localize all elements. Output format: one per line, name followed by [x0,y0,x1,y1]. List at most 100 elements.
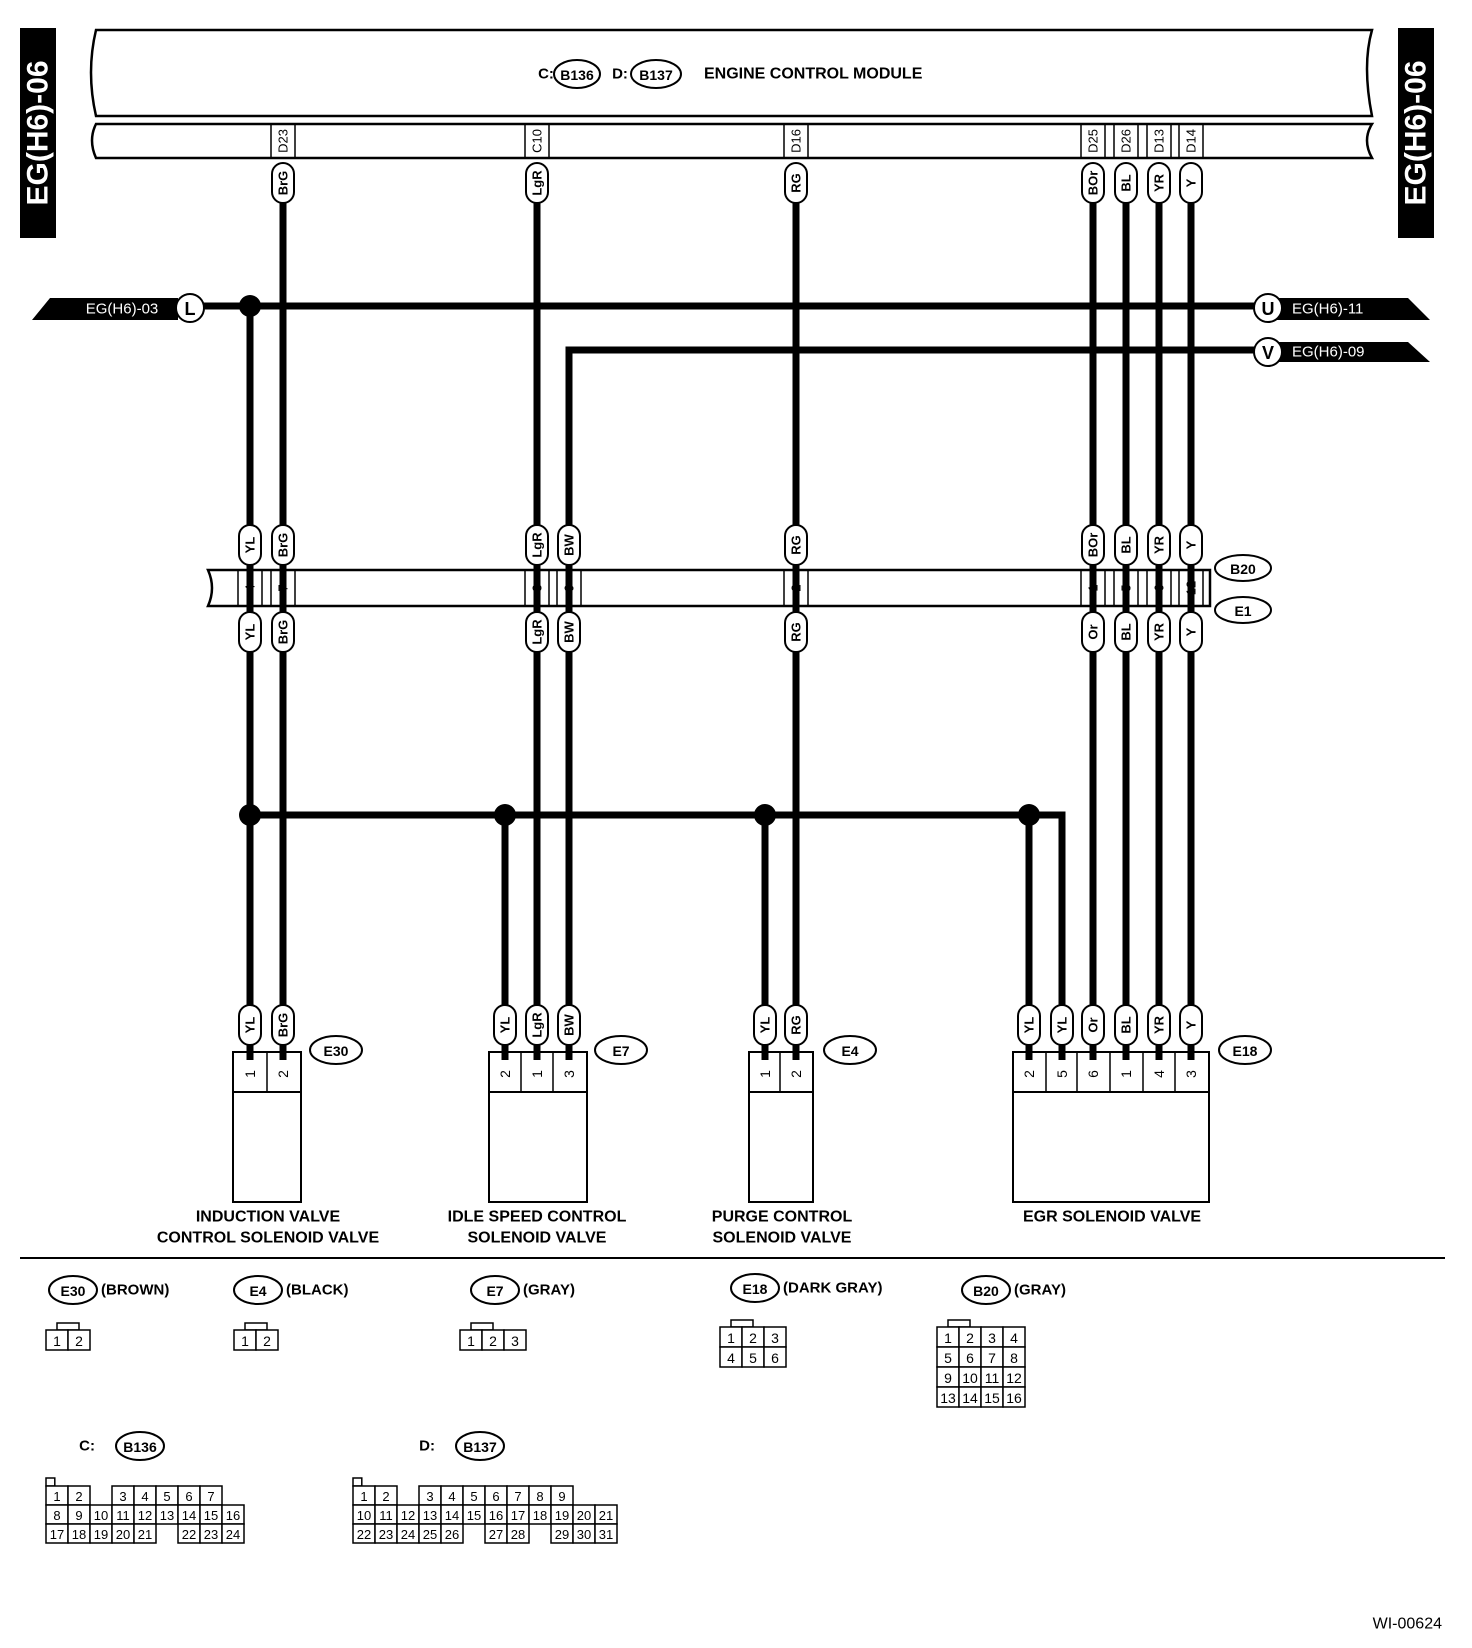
figure-id: WI-00624 [1373,1616,1442,1633]
ecm-connector-B137-pin: 6 [492,1489,499,1504]
legend-E30-pin: 1 [53,1333,61,1349]
junction-dot [494,804,516,826]
legend-E18-cell [763,1346,787,1368]
component-E18-wire-tag: BL [1119,1016,1134,1033]
legend-B20-pin: 3 [988,1330,996,1346]
ecm-connector-B137-pin: 14 [445,1508,459,1523]
joint-bottom-wire-3: BW [562,620,577,642]
ecm-connector-B137-pin: 2 [382,1489,389,1504]
ecm-connector-B137-pin: 5 [470,1489,477,1504]
legend-E30-color: (BROWN) [101,1282,169,1299]
ecm-connector-B137-pin: 25 [423,1527,437,1542]
ecm-pin-D14: D14 [1184,129,1199,153]
component-E18-wire-tag-box [1179,1004,1203,1046]
ecm-connector-B137-pin: 1 [360,1489,367,1504]
component-E30-name-line1: INDUCTION VALVE [196,1209,341,1226]
ecm-connector-B137-cell [594,1523,618,1544]
legend-B20-pin: 9 [944,1370,952,1386]
component-E7-wire-tag-box [493,1004,517,1046]
legend-E18-pin: 4 [727,1350,735,1366]
legend-E7-pin: 3 [511,1333,519,1349]
ecm-connector-B136-pin: 16 [226,1508,240,1523]
legend-E7-id-oval [470,1275,520,1305]
ecm-connector-B136-pin: 23 [204,1527,218,1542]
joint-top-wire-3: BW [562,533,577,555]
joint-pin-12: 12 [1184,581,1199,595]
ecm-connector-B137-pin: 24 [401,1527,415,1542]
joint-bottom-wire-6-box [1114,611,1138,653]
joint-id-b20-oval [1214,554,1272,582]
legend-E4-pin: 2 [263,1333,271,1349]
joint-pin-5: 5 [1119,584,1134,591]
legend-B20-pin: 5 [944,1350,952,1366]
ecm-d-connector-id-oval [630,59,682,89]
joint-top-wire-1-box [271,524,295,566]
joint-top-wire-6: BL [1119,536,1134,553]
component-E30-id: E30 [324,1043,349,1059]
ecm-module-box [89,28,1374,118]
ecm-wire-tag-1-box [525,162,549,204]
joint-top-wire-1: BrG [276,533,291,558]
joint-connector-bar [206,568,1212,608]
ecm-pin-D23: D23 [276,129,291,153]
ecm-connector-B136-key [45,1477,56,1487]
ecm-connector-B136-pin: 1 [53,1489,60,1504]
component-E7-id: E7 [612,1043,629,1059]
legend-B20-pin: 12 [1006,1370,1022,1386]
legend-B20-key [947,1319,971,1328]
component-E7-pin: 3 [561,1070,577,1078]
ecm-connector-B137-pin: 18 [533,1508,547,1523]
joint-id-b20: B20 [1230,561,1256,577]
ecm-pin-D16: D16 [789,129,804,153]
ecm-connector-B137-pin: 29 [555,1527,569,1542]
ref-u-label: EG(H6)-11 [1292,301,1363,318]
ecm-connector-B136-pin: 9 [75,1508,82,1523]
ecm-connector-B137-pin: 19 [555,1508,569,1523]
legend-B20-pin: 10 [962,1370,978,1386]
ecm-connector-B136-pin: 2 [75,1489,82,1504]
component-E18-wire-tag-box [1017,1004,1041,1046]
component-E18-pin: 2 [1021,1070,1037,1078]
component-E18-wire-tag-box [1114,1004,1138,1046]
component-E18-wire-tag-box [1081,1004,1105,1046]
ecm-connector-B136-pin: 24 [226,1527,240,1542]
joint-pin-6: 6 [1152,584,1167,591]
ecm-connector-B137-pin: 28 [511,1527,525,1542]
legend-E7-key [470,1322,494,1331]
legend-B20-id-oval [961,1275,1011,1305]
component-E18-wire-tag: Y [1184,1020,1199,1029]
legend-E30-cell [67,1329,91,1351]
ecm-wire-tag-6-box [1179,162,1203,204]
legend-B20-pin: 14 [962,1390,978,1406]
ecm-connector-B137-pin: 13 [423,1508,437,1523]
joint-top-wire-8-box [1179,524,1203,566]
ecm-connector-B136-prefix: C: [79,1438,95,1455]
component-E30-pin: 2 [275,1070,291,1078]
joint-bottom-wire-5: Or [1086,624,1101,639]
legend-E4-id: E4 [249,1283,266,1299]
component-E18-wire-tag: YL [1055,1017,1070,1034]
component-E7-id-oval [594,1035,648,1065]
ecm-d-prefix: D: [612,66,628,83]
legend-E4-key [244,1322,268,1331]
ecm-wire-tag-0: BrG [276,171,291,196]
legend-E18-pin: 3 [771,1330,779,1346]
ecm-connector-B137-pin: 12 [401,1508,415,1523]
page-tag-left-bar [20,28,56,238]
ecm-connector-B137-id: B137 [463,1439,497,1455]
ecm-c-prefix: C: [538,66,554,83]
joint-top-wire-8: Y [1184,540,1199,549]
ecm-connector-B136-pin: 19 [94,1527,108,1542]
ecm-connector-B136-pin: 17 [50,1527,64,1542]
legend-B20-pin: 4 [1010,1330,1018,1346]
joint-top-wire-3-box [557,524,581,566]
component-E18-pin: 1 [1118,1070,1134,1078]
ecm-connector-B136-pin: 11 [116,1508,130,1523]
legend-E7-color: (GRAY) [523,1282,575,1299]
legend-E30-key [56,1322,80,1331]
component-E7-name-line2: SOLENOID VALVE [468,1230,607,1247]
component-E30-wire-tag-box [238,1004,262,1046]
joint-pin-3: 3 [530,584,545,591]
